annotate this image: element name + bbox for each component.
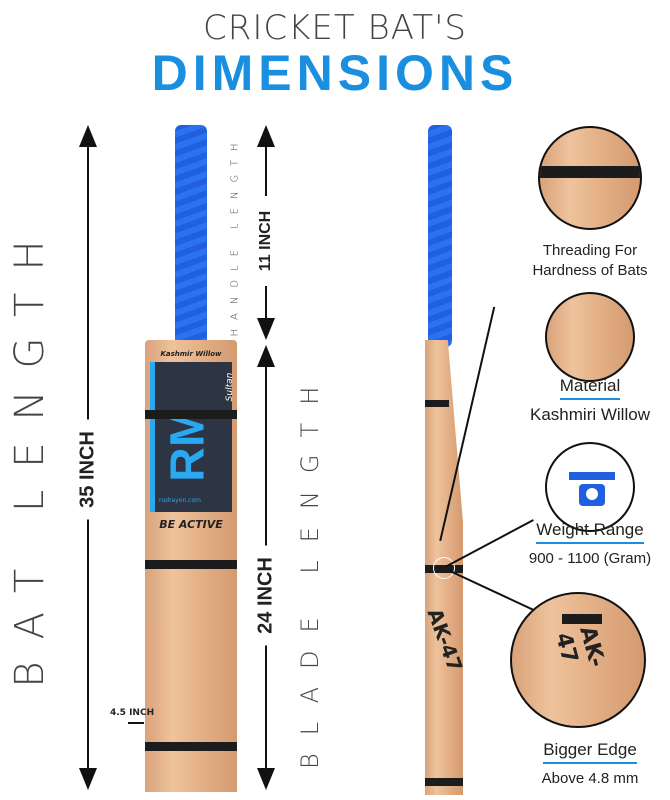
title-line1: CRICKET BAT'S <box>202 8 468 48</box>
arrow-down-icon <box>257 768 275 790</box>
bat-thread-band <box>145 742 237 751</box>
bat-length-label: BAT LENGTH <box>7 218 53 688</box>
edge-marker <box>433 557 455 579</box>
bat-website: rudrayon.com <box>159 497 201 504</box>
bat-slogan: BE ACTIVE <box>159 518 223 531</box>
arrow-up-icon <box>257 125 275 147</box>
arrow-up-icon <box>79 125 97 147</box>
width-arrow <box>128 722 144 724</box>
feature-material-title: Material <box>559 376 621 400</box>
material-image <box>545 292 635 382</box>
arrow-down-icon <box>79 768 97 790</box>
feature-edge-subtitle: Above 4.8 mm <box>541 770 639 787</box>
bat-logo: RM <box>161 407 215 482</box>
feature-edge-title: Bigger Edge <box>543 740 637 764</box>
feature-weight-subtitle: 900 - 1100 (Gram) <box>528 550 652 567</box>
edge-side-text: AK-47 <box>550 623 610 670</box>
arrow-up-icon <box>257 345 275 367</box>
width-value: 4.5 INCH <box>110 708 155 718</box>
bat-thread-band <box>425 400 449 407</box>
handle-length-value: 11 INCH <box>257 196 275 286</box>
edge-image: AK-47 <box>510 592 646 728</box>
bat-thread-band <box>145 560 237 569</box>
threading-image <box>538 126 642 230</box>
weight-scale-image <box>545 442 635 532</box>
bat-grip <box>175 125 207 347</box>
bat-length-value: 35 INCH <box>76 419 100 520</box>
arrow-down-icon <box>257 318 275 340</box>
feature-material-subtitle: Kashmiri Willow <box>530 405 650 424</box>
blade-length-label: BLADE LENGTH <box>296 368 324 769</box>
bat-thread-band <box>425 778 463 786</box>
bat-grip-side <box>428 125 452 347</box>
bat-brand-top: Kashmir Willow <box>160 350 222 358</box>
page-title: DIMENSIONS <box>151 45 519 101</box>
feature-weight-title: Weight Range <box>536 520 644 544</box>
blade-length-value: 24 INCH <box>254 545 278 646</box>
bat-sticker: RM Sultan rudrayon.com <box>150 362 235 512</box>
feature-threading-subtitle: Hardness of Bats <box>532 262 648 279</box>
feature-threading-title: Threading For <box>542 242 638 259</box>
handle-length-label: HANDLE LENGTH <box>229 134 241 337</box>
bat-thread-band <box>145 410 237 419</box>
